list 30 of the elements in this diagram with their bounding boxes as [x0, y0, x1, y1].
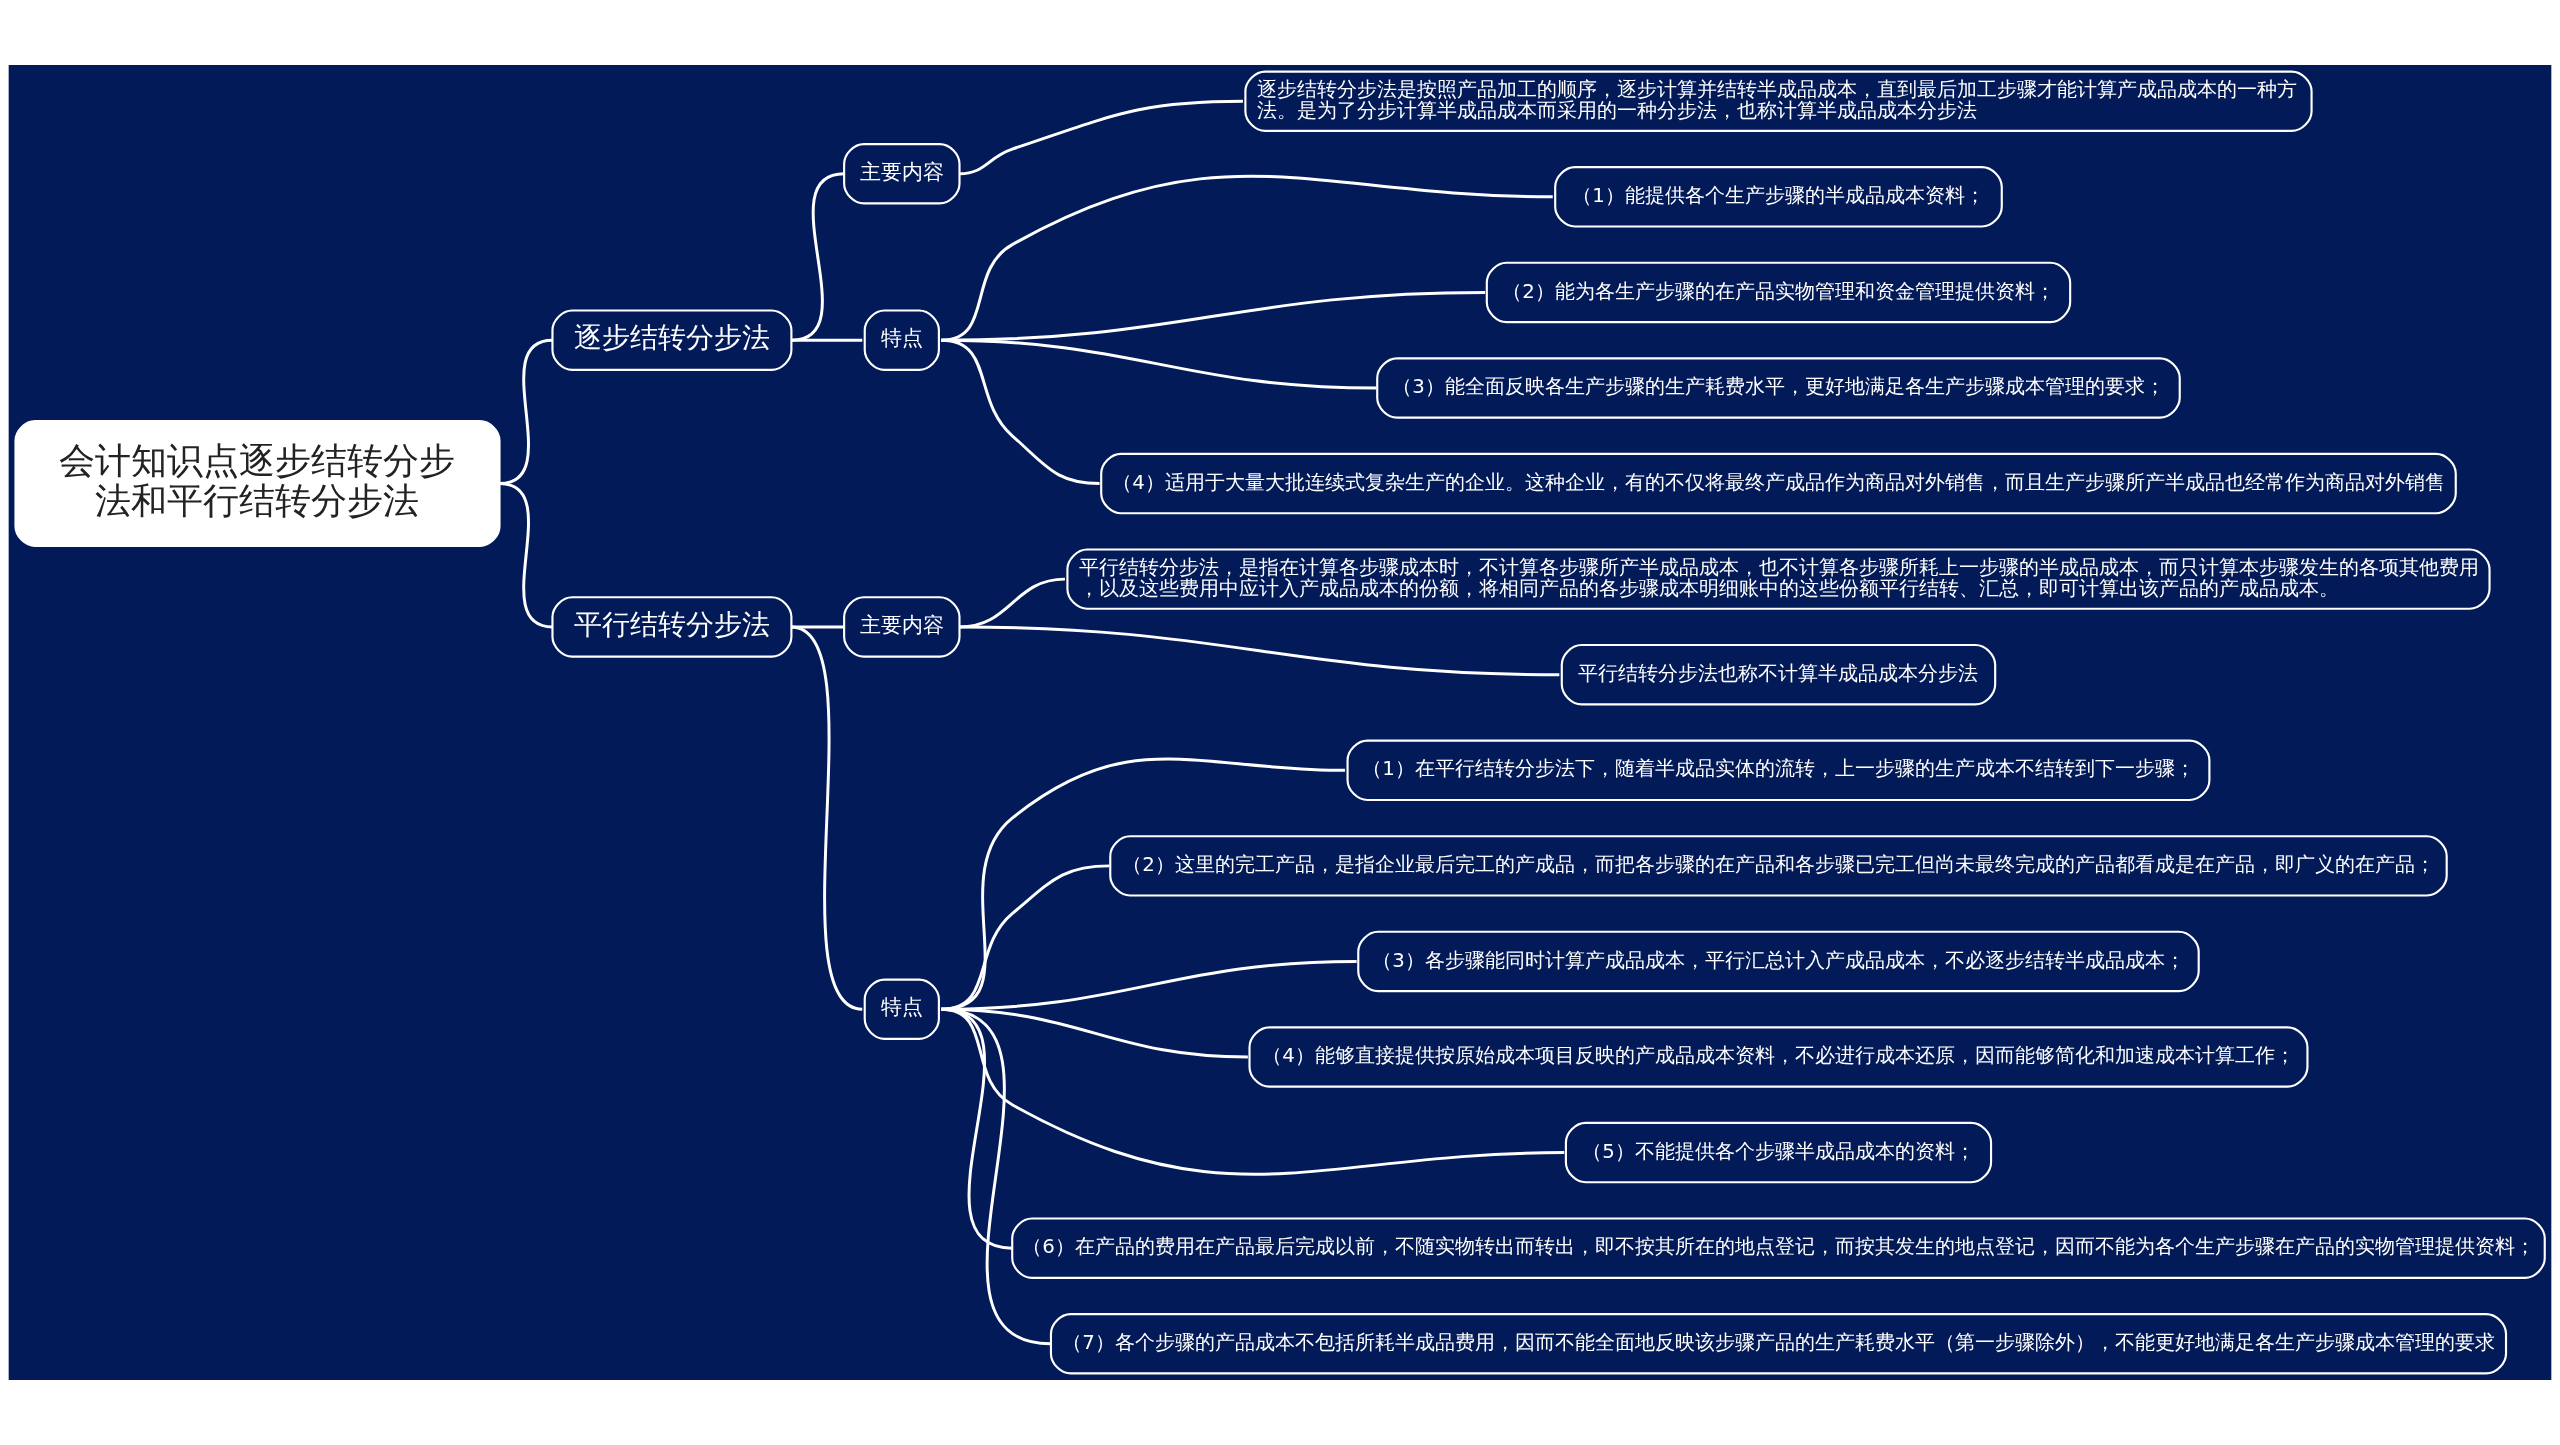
connector: [941, 338, 1100, 486]
node-box: （5）不能提供各个步骤半成品成本的资料；: [1564, 1121, 1993, 1184]
node-box: （2）这里的完工产品，是指企业最后完工的产成品，而把各步骤的在产品和各步骤已完工但尚未最终完成的产品都看成是在产品，即广义的在产品；: [1109, 835, 2448, 897]
node-box: 平行结转分步法也称不计算半成品成本分步法: [1560, 643, 1997, 706]
node-box: （1）在平行结转分步法下，随着半成品实体的流转，上一步骤的生产成本不结转到下一步骤；: [1346, 739, 2211, 802]
node-box: （3）各步骤能同时计算产成品成本，平行汇总计入产成品成本，不必逐步结转半成品成本；: [1357, 930, 2200, 993]
node-box: （4）能够直接提供按原始成本项目反映的产成品成本资料，不必进行成本还原，因而能够简化和加速成本计算工作；: [1248, 1026, 2309, 1088]
connector: [791, 172, 845, 342]
node-box: （6）在产品的费用在产品最后完成以前，不随实物转出而转出，即不按其所在的地点登记，而按其发生的地点登记，因而不能为各个生产步骤在产品的实物管理提供资料；: [1011, 1217, 2546, 1279]
node-box: 平行结转分步法: [551, 596, 793, 658]
node-box: （7）各个步骤的产品成本不包括所耗半成品费用，因而不能全面地反映该步骤产品的生产耗费水平（第一步骤除外），不能更好地满足各生产步骤成本管理的要求: [1049, 1313, 2508, 1375]
node-box: 逐步结转分步法是按照产品加工的顺序，逐步计算并结转半成品成本，直到最后加工步骤才能计算产成品成本的一种方法。是为了分步计算半成品成本而采用的一种分步法，也称计算半成品成本分步法: [1244, 70, 2313, 132]
node-box: 特点: [863, 978, 940, 1040]
node-box: 会计知识点逐步结转分步法和平行结转分步法: [14, 420, 501, 547]
connector: [791, 625, 845, 629]
node-box: 逐步结转分步法: [551, 309, 793, 371]
connector: [959, 625, 1560, 677]
node-box: 主要内容: [843, 596, 961, 658]
node-box: 平行结转分步法，是指在计算各步骤成本时，不计算各步骤所产半成品成本，也不计算各步骤所耗上一步骤的半成品成本，而只计算本步骤发生的各项其他费用，以及这些费用中应计入产成品成本的份额，将相同产品的各步骤成本明细账中的这些份额平行结转、汇总，即可计算出该产品的产成品成本。: [1066, 548, 2491, 610]
node-box: （2）能为各生产步骤的在产品实物管理和资金管理提供资料；: [1485, 261, 2072, 324]
connector: [959, 99, 1243, 176]
node-box: 特点: [863, 309, 940, 371]
node-box: （3）能全面反映各生产步骤的生产耗费水平，更好地满足各生产步骤成本管理的要求；: [1376, 357, 2181, 419]
connector: [941, 1007, 1051, 1346]
node-box: （1）能提供各个生产步骤的半成品成本资料；: [1554, 166, 2003, 228]
connector: [791, 338, 863, 342]
connector: [499, 482, 553, 629]
node-box: 主要内容: [843, 143, 961, 205]
connector: [790, 625, 863, 1011]
node-box: （4）适用于大量大批连续式复杂生产的企业。这种企业，有的不仅将最终产成品作为商品对外销售，而且生产步骤所产半成品也经常作为商品对外销售: [1100, 452, 2457, 515]
